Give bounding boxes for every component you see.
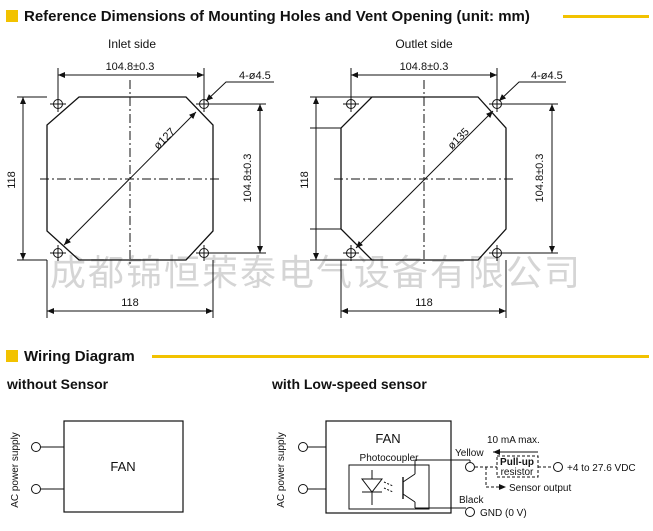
inlet-fan-outline: [46, 96, 214, 261]
terminal-icon: [31, 484, 41, 494]
gnd-terminal-icon: [465, 507, 475, 517]
yellow-terminal-icon: [465, 462, 475, 472]
pull-up-label-line1: Pull-up: [500, 457, 534, 468]
photocoupler-box: [348, 464, 430, 510]
section-marker-icon: [6, 10, 18, 22]
outlet-diameter-label: ø135: [446, 126, 472, 152]
inlet-top-dimension: 104.8±0.3: [106, 61, 155, 73]
inlet-diameter-label: ø127: [152, 126, 178, 152]
section-rule: [563, 15, 649, 18]
terminal-icon: [298, 442, 308, 452]
outlet-bottom-dimension: 118: [415, 297, 433, 309]
outlet-diameter-line: [355, 110, 494, 249]
section-header-wiring: Wiring Diagram: [6, 346, 135, 366]
inlet-right-dimension: 104.8±0.3: [242, 154, 254, 203]
with-sensor-heading: with Low-speed sensor: [272, 376, 427, 392]
inlet-left-dimension: 118: [6, 171, 18, 189]
inlet-hole-spec: 4-ø4.5: [239, 70, 271, 82]
inlet-bottom-dimension: 118: [121, 297, 139, 309]
fan-box-sensor: [325, 420, 452, 514]
outlet-top-dimension: 104.8±0.3: [400, 61, 449, 73]
inlet-mounting-holes: [50, 96, 212, 261]
current-label: 10 mA max.: [487, 435, 540, 446]
led-symbol: [360, 478, 384, 493]
fan-box-plain: [63, 420, 184, 513]
voltage-label: +4 to 27.6 VDC: [567, 463, 636, 474]
photocoupler-label: Photocoupler: [360, 453, 420, 464]
yellow-wire-label: Yellow: [455, 448, 484, 459]
section-header-dimensions: Reference Dimensions of Mounting Holes a…: [6, 6, 530, 26]
fan-label-sensor: FAN: [375, 431, 400, 446]
outlet-right-dimension: 104.8±0.3: [534, 154, 546, 203]
vdc-terminal-icon: [553, 462, 563, 472]
outlet-side-label: Outlet side: [395, 37, 453, 51]
gnd-label: GND (0 V): [480, 508, 527, 519]
outlet-side-drawing: Outlet side: [310, 37, 566, 318]
outlet-mounting-holes: [343, 96, 505, 261]
sensor-output-label: Sensor output: [509, 483, 571, 494]
fan-label-plain: FAN: [110, 459, 135, 474]
without-sensor-heading: without Sensor: [7, 376, 109, 392]
outlet-fan-outline: [340, 96, 507, 261]
terminal-icon: [31, 442, 41, 452]
inlet-hole-leader: [205, 81, 274, 102]
wiring-without-sensor: [31, 420, 184, 513]
outlet-hole-spec: 4-ø4.5: [531, 70, 563, 82]
section-title-dimensions: Reference Dimensions of Mounting Holes a…: [24, 7, 530, 25]
section-marker-icon: [6, 350, 18, 362]
outlet-left-dimension: 118: [299, 171, 311, 189]
terminal-icon: [298, 484, 308, 494]
outlet-hole-leader: [498, 81, 566, 102]
section-title-wiring: Wiring Diagram: [24, 347, 135, 365]
ac-supply-label-plain: AC power supply: [10, 432, 21, 508]
section-rule: [152, 355, 649, 358]
black-wire-label: Black: [459, 495, 484, 506]
inlet-side-label: Inlet side: [108, 37, 156, 51]
pull-up-label-line2: resistor: [501, 467, 534, 478]
wiring-with-sensor: [298, 420, 563, 517]
inlet-side-drawing: Inlet side: [17, 37, 274, 318]
inlet-diameter-line: [63, 111, 197, 246]
ac-supply-label-sensor: AC power supply: [276, 432, 287, 508]
